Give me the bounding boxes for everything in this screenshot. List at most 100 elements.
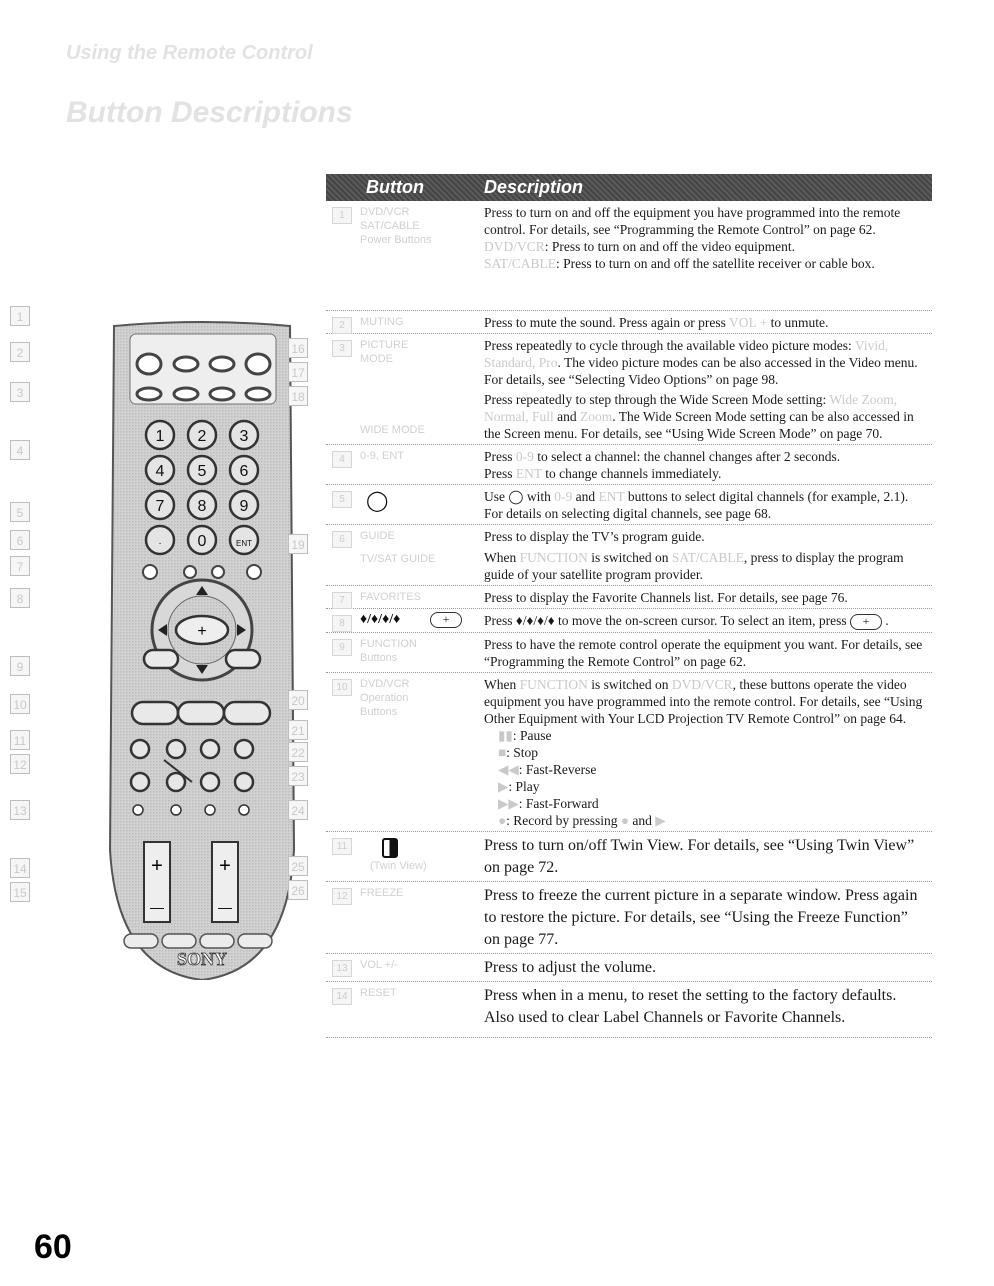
row-number: 12 <box>332 887 352 905</box>
twin-view-icon <box>382 837 398 858</box>
description: : Play <box>508 778 540 794</box>
row-number: 3 <box>332 340 352 357</box>
record-icon: ● <box>620 812 630 828</box>
button-name: DVD/VCR Operation Buttons <box>360 677 410 718</box>
svg-text:·: · <box>158 538 161 549</box>
description: Press <box>484 466 513 481</box>
description: to select a channel: the channel changes… <box>537 449 841 464</box>
callout-12: 12 <box>10 754 30 774</box>
row-number: 7 <box>332 592 352 609</box>
col-button-header: Button <box>366 177 424 197</box>
description: , these buttons operate the video equipm… <box>484 676 923 726</box>
record-icon: ● <box>498 812 507 828</box>
page-title: Button Descriptions <box>66 96 353 129</box>
description: Press to turn on and off the equipment y… <box>484 205 901 237</box>
button-name: MUTING <box>360 316 404 328</box>
dot-icon: ◯ <box>508 489 524 504</box>
term: DVD/VCR <box>671 676 733 692</box>
row-number: 9 <box>332 638 352 656</box>
ch-rocker <box>211 841 239 923</box>
description: Press to mute the sound. Press again or … <box>484 315 726 330</box>
term: Wide <box>829 392 859 407</box>
term: VOL + <box>729 315 768 330</box>
rewind-icon: ◀◀ <box>498 761 519 777</box>
play-icon: ▶ <box>498 778 509 794</box>
term: SAT/CABLE <box>671 550 744 565</box>
button-name: DVD/VCR SAT/CABLE Power Buttons <box>360 206 432 246</box>
section-header: Using the Remote Control <box>66 42 313 64</box>
description: is switched on <box>591 550 669 565</box>
svg-text:7: 7 <box>156 498 165 515</box>
callout-9: 9 <box>10 656 30 676</box>
term: Zoom <box>580 409 613 424</box>
term: DVD/VCR <box>484 239 545 254</box>
button-name: 0-9, ENT <box>360 450 405 462</box>
description: to change channels immediately. <box>545 466 722 481</box>
term: FUNCTION <box>519 550 588 565</box>
description: . The video picture modes can be also ac… <box>484 355 918 387</box>
button-name: GUIDE <box>360 530 395 542</box>
main-power-btn <box>244 352 272 376</box>
brand-logo: SONY <box>177 949 227 969</box>
term: Vivid, Standard, Pro <box>484 338 889 370</box>
description: and <box>557 409 577 424</box>
description: Press to display the Favorite Channels l… <box>484 590 848 605</box>
description: When <box>484 676 517 692</box>
svg-text:9: 9 <box>240 498 249 515</box>
callout-16: 16 <box>288 338 308 358</box>
callout-6: 6 <box>10 530 30 550</box>
callout-19: 19 <box>288 534 308 554</box>
callout-3: 3 <box>10 382 30 402</box>
callout-26: 26 <box>288 880 308 900</box>
callout-23: 23 <box>288 766 308 786</box>
svg-text:ENT: ENT <box>236 539 252 548</box>
description: Press <box>484 449 513 464</box>
svg-text:1: 1 <box>156 428 165 445</box>
callout-13: 13 <box>10 800 30 820</box>
table-row: 2 MUTING Press to mute the sound. Press a… <box>326 311 932 334</box>
row-number: 2 <box>332 317 352 334</box>
button-name: PICTURE MODE <box>360 339 409 365</box>
description: buttons to select digital channels (for … <box>484 489 909 521</box>
description: . The Wide Screen Mode setting can be al… <box>484 409 914 441</box>
term: Zoom, Normal, Full <box>484 392 898 424</box>
callout-20: 20 <box>288 690 308 710</box>
button-name: WIDE MODE <box>360 424 425 436</box>
table-row: 5◯ Use ◯ with 0-9 and ENT buttons to sel… <box>326 485 932 525</box>
pause-icon: ▮▮ <box>498 727 513 743</box>
table-row: 7 FAVORITES Press to display the Favorite… <box>326 586 932 609</box>
callout-7: 7 <box>10 556 30 576</box>
term: ENT <box>515 466 542 481</box>
row-number: 10 <box>332 678 352 696</box>
button-name: (Twin View) <box>370 859 427 872</box>
description: and <box>632 812 652 828</box>
arrow-buttons-icon: ♦/♦/♦/♦ <box>360 612 401 627</box>
button-name: FAVORITES <box>360 591 421 603</box>
svg-text:4: 4 <box>156 463 165 480</box>
callout-5: 5 <box>10 502 30 522</box>
button-name: FUNCTION Buttons <box>360 637 417 664</box>
description: is switched on <box>591 676 669 692</box>
vol-plus-label: + <box>151 855 163 877</box>
description: Press repeatedly to step through the Wid… <box>484 392 827 407</box>
svg-text:2: 2 <box>198 428 207 445</box>
callout-24: 24 <box>288 800 308 820</box>
description: : Fast-Reverse <box>518 761 597 777</box>
row-number: 8 <box>332 615 352 632</box>
description: Press to adjust the volume. <box>484 958 656 976</box>
select-button-icon: + <box>850 613 883 630</box>
callout-8: 8 <box>10 588 30 608</box>
term: 0-9 <box>515 449 534 464</box>
vol-rocker <box>143 841 171 923</box>
button-name: VOL +/- <box>360 958 398 971</box>
description: , press to display the program guide of … <box>484 550 904 582</box>
table-header: Button Description <box>326 174 932 201</box>
svg-text:0: 0 <box>198 533 207 550</box>
